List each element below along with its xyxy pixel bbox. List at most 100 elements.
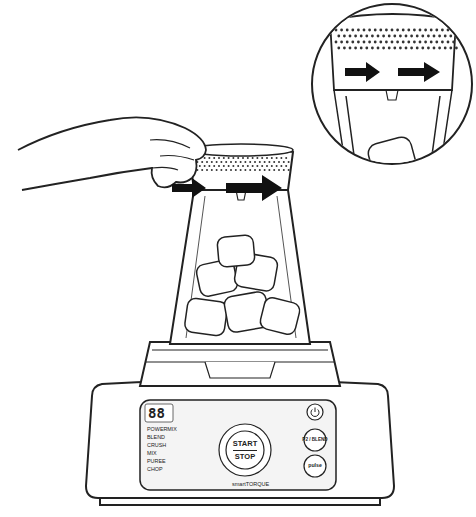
lid-dot bbox=[249, 161, 251, 163]
button-ring bbox=[219, 424, 271, 476]
inset-dot bbox=[379, 41, 382, 44]
lid-dot bbox=[240, 161, 242, 163]
inset-dot bbox=[427, 47, 430, 50]
lid-dot bbox=[216, 169, 218, 171]
inset-dot bbox=[368, 41, 371, 44]
inset-lid bbox=[330, 14, 456, 90]
lid-dot bbox=[232, 165, 234, 167]
inset-dot bbox=[363, 29, 366, 32]
program-name: MIX bbox=[147, 451, 157, 456]
lid-dot bbox=[280, 165, 282, 167]
lid-dot bbox=[228, 157, 230, 159]
program-name: BLEND bbox=[147, 435, 165, 440]
inset-dot bbox=[349, 35, 352, 38]
lid-dot bbox=[285, 157, 287, 159]
inset-dot bbox=[365, 35, 368, 38]
inset-dot bbox=[385, 29, 388, 32]
lid-dot bbox=[216, 161, 218, 163]
inset-dot bbox=[435, 41, 438, 44]
lid-dot bbox=[225, 169, 227, 171]
inset-dot bbox=[424, 29, 427, 32]
inset-dot bbox=[374, 29, 377, 32]
inset-dot bbox=[455, 35, 458, 38]
inset-dot bbox=[360, 35, 363, 38]
lid-dot bbox=[208, 165, 210, 167]
lid-dot bbox=[237, 157, 239, 159]
inset-dot bbox=[393, 47, 396, 50]
display-window bbox=[145, 404, 173, 422]
button-label: STOP bbox=[235, 453, 255, 461]
lid-dot bbox=[271, 157, 273, 159]
lid-dot bbox=[235, 161, 237, 163]
inset-dot bbox=[402, 41, 405, 44]
lid-dot bbox=[199, 165, 201, 167]
inset-detail bbox=[330, 14, 458, 181]
inset-dot bbox=[382, 47, 385, 50]
lid-dot bbox=[220, 161, 222, 163]
inset-dot bbox=[424, 41, 427, 44]
button-label: P2 / BLEND bbox=[302, 438, 327, 443]
blender-cup bbox=[170, 190, 310, 344]
pulse-button: pulse bbox=[303, 454, 327, 478]
inset-dot bbox=[413, 29, 416, 32]
lid-dot bbox=[206, 169, 208, 171]
inset-dot bbox=[351, 29, 354, 32]
inset-dot bbox=[416, 35, 419, 38]
inset-dot bbox=[441, 29, 444, 32]
lid-dot bbox=[261, 157, 263, 159]
inset-dot bbox=[438, 35, 441, 38]
lid-dot bbox=[268, 169, 270, 171]
button-ring bbox=[304, 455, 326, 477]
lid-dot bbox=[256, 157, 258, 159]
inset-dots bbox=[335, 29, 458, 50]
blender-base bbox=[86, 380, 394, 498]
lid-dot bbox=[240, 169, 242, 171]
program-name: PUREE bbox=[147, 459, 166, 464]
lid-dot bbox=[252, 165, 254, 167]
inset-dot bbox=[441, 41, 444, 44]
inset-dot bbox=[419, 41, 422, 44]
lid-dot bbox=[235, 169, 237, 171]
rotation-arrow bbox=[172, 178, 206, 198]
inset-dot bbox=[357, 29, 360, 32]
inset-dot bbox=[433, 47, 436, 50]
lid-dot bbox=[206, 161, 208, 163]
inset-dot bbox=[396, 29, 399, 32]
button-label: pulse bbox=[308, 463, 322, 468]
inset-dot bbox=[382, 35, 385, 38]
inset-dot bbox=[391, 41, 394, 44]
inset-dot bbox=[354, 47, 357, 50]
inset-dot bbox=[447, 29, 450, 32]
lid-dot bbox=[218, 157, 220, 159]
lid-dot bbox=[259, 169, 261, 171]
inset-dot bbox=[388, 35, 391, 38]
inset-dot bbox=[346, 41, 349, 44]
start-stop-button: STARTSTOP bbox=[218, 423, 272, 477]
inset-dot bbox=[455, 47, 458, 50]
program-button: P2 / BLEND bbox=[303, 428, 327, 452]
inset-dot bbox=[410, 47, 413, 50]
inset-arrow bbox=[398, 62, 440, 82]
lid-dot bbox=[288, 169, 290, 171]
inset-dot bbox=[371, 35, 374, 38]
program-name: CRUSH bbox=[147, 443, 166, 448]
lid-dot bbox=[208, 157, 210, 159]
lid-dot bbox=[249, 169, 251, 171]
lid-dot bbox=[230, 169, 232, 171]
lid-dot bbox=[271, 165, 273, 167]
inset-dot bbox=[393, 35, 396, 38]
inset-dot bbox=[377, 47, 380, 50]
inset-dot bbox=[435, 29, 438, 32]
lid-dot bbox=[283, 161, 285, 163]
control-panel bbox=[140, 400, 336, 490]
inset-arrow bbox=[345, 62, 380, 82]
text-divider bbox=[233, 450, 257, 451]
power-symbol bbox=[311, 408, 319, 417]
inset-dot bbox=[405, 35, 408, 38]
inset-dot bbox=[357, 41, 360, 44]
lid-dot bbox=[223, 157, 225, 159]
lid-dot bbox=[288, 161, 290, 163]
inset-dot bbox=[416, 47, 419, 50]
inset-dot bbox=[351, 41, 354, 44]
ice-cubes bbox=[184, 234, 302, 336]
